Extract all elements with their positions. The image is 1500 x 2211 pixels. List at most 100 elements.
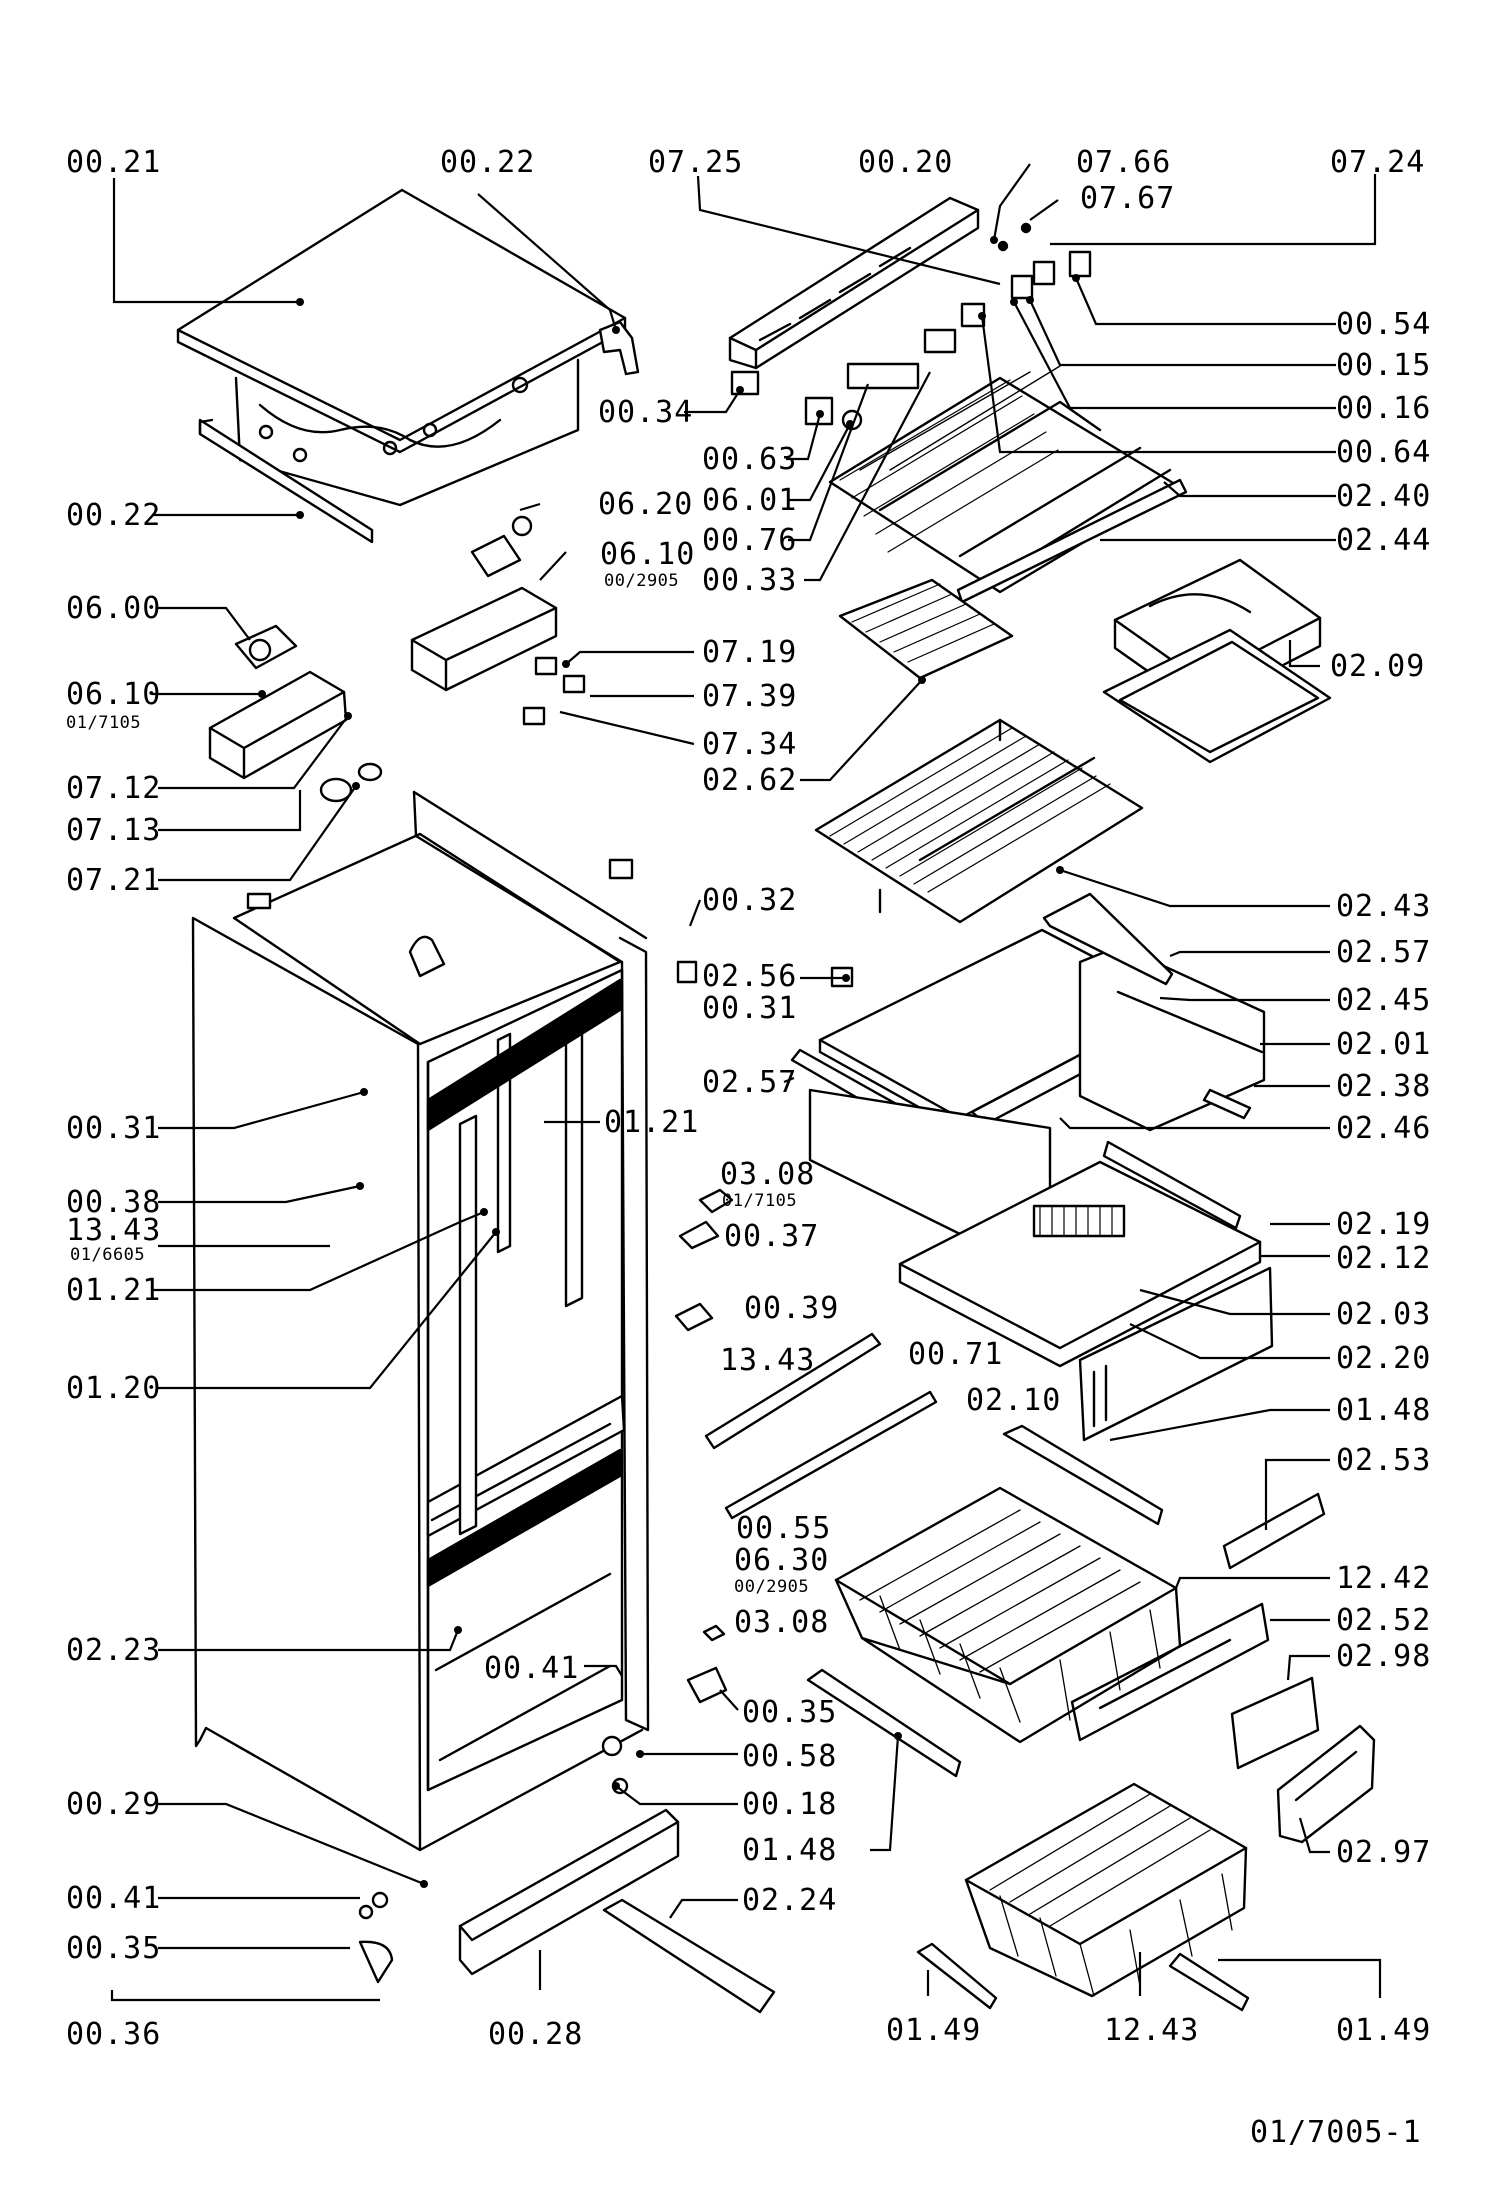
part-label: 00.41 xyxy=(66,1881,161,1916)
part-label: 02.97 xyxy=(1336,1835,1431,1870)
part-label: 07.24 xyxy=(1330,145,1425,180)
part-label: 00.36 xyxy=(66,2017,161,2052)
part-label: 00.37 xyxy=(724,1219,819,1254)
part-label: 03.08 xyxy=(720,1157,815,1192)
part-sublabel: 00/2905 xyxy=(604,571,679,591)
part-label: 00.54 xyxy=(1336,307,1431,342)
drawing-number: 01/7005-1 xyxy=(1250,2115,1422,2150)
part-label: 00.38 xyxy=(66,1185,161,1220)
part-label: 00.71 xyxy=(908,1337,1003,1372)
part-label: 00.63 xyxy=(702,442,797,477)
thermostat-part xyxy=(234,624,298,670)
part-label: 01.49 xyxy=(1336,2013,1431,2048)
top-hinge-part xyxy=(598,320,640,376)
part-label: 07.34 xyxy=(702,727,797,762)
part-label: 06.00 xyxy=(66,591,161,626)
part-label: 00.22 xyxy=(440,145,535,180)
part-label: 02.20 xyxy=(1336,1341,1431,1376)
part-label: 01.49 xyxy=(886,2013,981,2048)
part-label: 00.58 xyxy=(742,1739,837,1774)
part-label: 07.25 xyxy=(648,145,743,180)
part-label: 02.10 xyxy=(966,1383,1061,1418)
part-label: 02.44 xyxy=(1336,523,1431,558)
part-sublabel: 01/7105 xyxy=(722,1191,797,1211)
part-label: 00.35 xyxy=(742,1695,837,1730)
part-label: 02.53 xyxy=(1336,1443,1431,1478)
small-fittings-part xyxy=(246,656,854,1984)
part-label: 06.20 xyxy=(598,487,693,522)
part-label: 00.32 xyxy=(702,883,797,918)
part-label: 07.13 xyxy=(66,813,161,848)
part-label: 01.21 xyxy=(604,1105,699,1140)
part-label: 02.56 xyxy=(702,959,797,994)
part-label: 00.76 xyxy=(702,523,797,558)
part-label: 07.12 xyxy=(66,771,161,806)
part-label: 02.40 xyxy=(1336,479,1431,514)
part-label: 00.39 xyxy=(744,1291,839,1326)
drawer-handle-part xyxy=(1222,1492,1326,1570)
part-sublabel: 00/2905 xyxy=(734,1577,809,1597)
part-label: 00.15 xyxy=(1336,348,1431,383)
freezer-basket-lower-part xyxy=(964,1782,1248,1998)
part-label: 02.46 xyxy=(1336,1111,1431,1146)
part-label: 01.48 xyxy=(1336,1393,1431,1428)
part-label: 00.41 xyxy=(484,1651,579,1686)
part-label: 00.31 xyxy=(702,991,797,1026)
top-trim-strip-part xyxy=(198,418,374,544)
part-label: 01.20 xyxy=(66,1371,161,1406)
control-box-mid-part xyxy=(410,586,558,692)
lamp-holder-part xyxy=(470,515,533,578)
part-label: 07.67 xyxy=(1080,181,1175,216)
part-label: 03.08 xyxy=(734,1605,829,1640)
leader-dots xyxy=(258,236,1080,1888)
bulb-part xyxy=(319,762,383,803)
part-label: 13.43 xyxy=(720,1343,815,1378)
part-label: 02.98 xyxy=(1336,1639,1431,1674)
part-label: 02.57 xyxy=(1336,935,1431,970)
part-label: 02.01 xyxy=(1336,1027,1431,1062)
top-cover-part xyxy=(176,188,627,507)
part-label: 00.33 xyxy=(702,563,797,598)
drip-tray-part xyxy=(602,1898,776,2014)
control-panel-strip-part xyxy=(728,196,980,370)
part-label: 06.10 xyxy=(600,537,695,572)
part-label: 07.19 xyxy=(702,635,797,670)
crisper-box-upper-part xyxy=(1042,892,1266,1132)
part-label: 00.34 xyxy=(598,395,693,430)
light-rails-part xyxy=(704,1332,938,1520)
part-label: 06.01 xyxy=(702,483,797,518)
part-label: 00.31 xyxy=(66,1111,161,1146)
part-label: 12.42 xyxy=(1336,1561,1431,1596)
cabinet-body-part xyxy=(191,790,650,1852)
crisper-drawer-front-part xyxy=(1078,1266,1274,1442)
part-label: 02.57 xyxy=(702,1065,797,1100)
part-label: 07.21 xyxy=(66,863,161,898)
part-label: 02.52 xyxy=(1336,1603,1431,1638)
drawer-rail-part xyxy=(806,1424,1164,1778)
part-label: 02.62 xyxy=(702,763,797,798)
ice-tray-part xyxy=(1102,558,1332,764)
wire-shelf-upper-part xyxy=(828,365,1188,604)
part-label: 00.18 xyxy=(742,1787,837,1822)
rail-bracket-right-part xyxy=(1168,1952,1250,2012)
part-label: 02.12 xyxy=(1336,1241,1431,1276)
part-label: 02.09 xyxy=(1330,649,1425,684)
part-label: 02.38 xyxy=(1336,1069,1431,1104)
part-label: 00.64 xyxy=(1336,435,1431,470)
part-label: 00.16 xyxy=(1336,391,1431,426)
part-sublabel: 01/7105 xyxy=(66,713,141,733)
control-box-left-part xyxy=(208,670,348,780)
part-label: 02.24 xyxy=(742,1883,837,1918)
part-label: 06.30 xyxy=(734,1543,829,1578)
part-label: 02.45 xyxy=(1336,983,1431,1018)
part-sublabel: 01/6605 xyxy=(70,1245,145,1265)
part-label: 00.29 xyxy=(66,1787,161,1822)
part-label: 07.39 xyxy=(702,679,797,714)
part-labels: 00.21 00.22 07.25 00.20 07.66 07.67 07.2… xyxy=(66,145,1431,2150)
flap-insert-part xyxy=(1230,1676,1320,1770)
part-label: 13.43 xyxy=(66,1213,161,1248)
part-label: 00.20 xyxy=(858,145,953,180)
part-label: 00.35 xyxy=(66,1931,161,1966)
